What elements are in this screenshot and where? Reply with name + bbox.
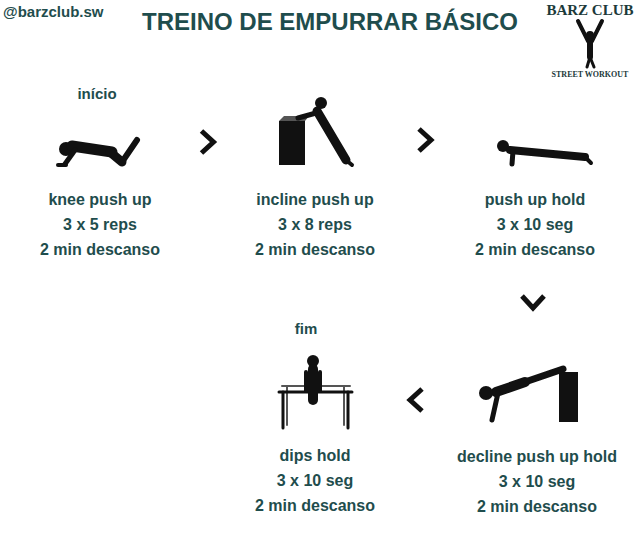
exercise-step: decline push up hold3 x 10 seg2 min desc… xyxy=(453,340,621,521)
exercise-detail: 2 min descanso xyxy=(40,237,160,262)
arm xyxy=(592,21,602,41)
torso xyxy=(317,111,346,160)
exercise-detail: 3 x 10 seg xyxy=(475,212,595,237)
shin xyxy=(122,140,137,162)
exercise-name: knee push up xyxy=(40,187,160,212)
logo-figure xyxy=(578,21,602,67)
legs xyxy=(525,369,563,382)
foot xyxy=(346,160,352,165)
handle: @barzclub.sw xyxy=(3,3,103,20)
torso xyxy=(587,41,593,57)
logo-text: BARZ CLUB xyxy=(546,2,633,19)
exercise-name: dips hold xyxy=(255,443,375,468)
exercise-detail: 2 min descanso xyxy=(457,494,617,519)
step-marker: fim xyxy=(295,320,318,337)
box xyxy=(559,372,578,422)
arm xyxy=(512,151,513,164)
decline-push-up-figure xyxy=(479,369,578,422)
flow-chevron xyxy=(201,131,213,153)
exercise-detail: 3 x 8 reps xyxy=(255,212,375,237)
incline-push-up-figure xyxy=(279,97,352,165)
head xyxy=(586,31,594,39)
exercise-step: incline push up3 x 8 reps2 min descanso xyxy=(251,120,379,264)
hand xyxy=(58,163,66,167)
arm xyxy=(578,21,588,41)
flow-chevron xyxy=(522,296,544,308)
exercise-detail: 3 x 10 seg xyxy=(255,468,375,493)
logo-text: STREET WORKOUT xyxy=(552,70,629,79)
arm xyxy=(304,372,308,391)
exercise-name: incline push up xyxy=(255,187,375,212)
leg xyxy=(590,57,594,67)
box xyxy=(279,121,305,165)
torso xyxy=(510,150,585,157)
head xyxy=(479,386,493,400)
exercise-detail: 2 min descanso xyxy=(255,237,375,262)
arm xyxy=(298,113,316,118)
exercise-step: knee push up3 x 5 reps2 min descanso xyxy=(36,120,164,264)
exercise-name: push up hold xyxy=(475,187,595,212)
title: TREINO DE EMPURRAR BÁSICO xyxy=(142,8,518,36)
dips-figure xyxy=(279,355,352,428)
bar-leg xyxy=(282,392,285,428)
exercise-name: decline push up hold xyxy=(457,444,617,469)
step-marker: início xyxy=(77,85,116,102)
flow-chevron xyxy=(410,389,422,411)
torso xyxy=(308,369,318,400)
exercise-detail: 2 min descanso xyxy=(475,237,595,262)
flow-chevron xyxy=(419,129,431,151)
exercise-step: dips hold3 x 10 seg2 min descanso xyxy=(251,340,379,520)
push-up-hold-figure xyxy=(497,140,591,164)
arm xyxy=(492,393,498,420)
exercise-detail: 2 min descanso xyxy=(255,493,375,518)
exercise-detail: 3 x 5 reps xyxy=(40,212,160,237)
exercise-detail: 3 x 10 seg xyxy=(457,469,617,494)
foot xyxy=(585,157,591,163)
exercise-step: push up hold3 x 10 seg2 min descanso xyxy=(471,120,599,264)
arm xyxy=(318,372,322,391)
knee-push-up-figure xyxy=(58,140,137,165)
torso xyxy=(496,382,525,392)
arm xyxy=(65,150,75,164)
bar-leg xyxy=(347,392,350,428)
